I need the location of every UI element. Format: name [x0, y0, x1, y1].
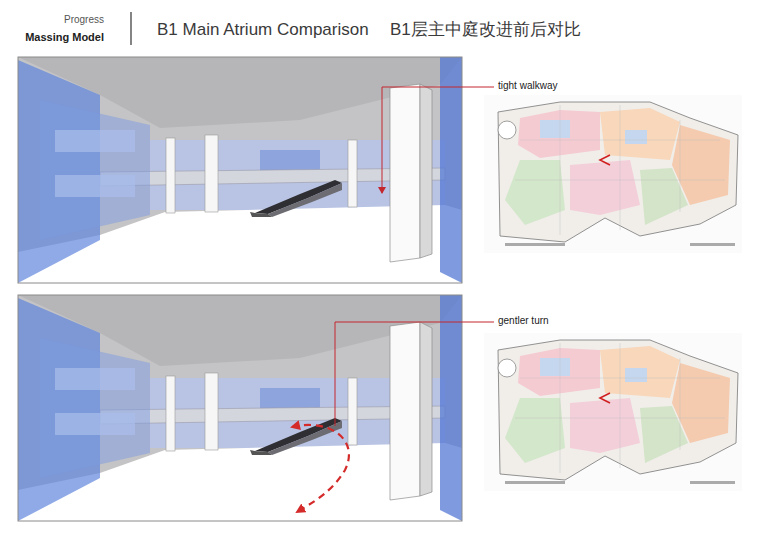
- massing-render: [18, 295, 462, 521]
- header-label: Progress: [64, 14, 104, 26]
- page-title-chinese: B1层主中庭改进前后对比: [390, 20, 581, 40]
- callout-label: gentler turn: [498, 315, 549, 327]
- massing-render: [18, 57, 462, 283]
- floor-plan: [484, 333, 742, 491]
- page-title: B1 Main Atrium Comparison: [157, 20, 369, 40]
- flow-arrow: [292, 425, 349, 512]
- floor-plan: [484, 95, 742, 253]
- callout-label: tight walkway: [498, 80, 557, 92]
- leader-line: [335, 322, 494, 426]
- header-divider: [130, 12, 131, 45]
- leader-line: [382, 87, 494, 193]
- header-label: Massing Model: [25, 31, 104, 44]
